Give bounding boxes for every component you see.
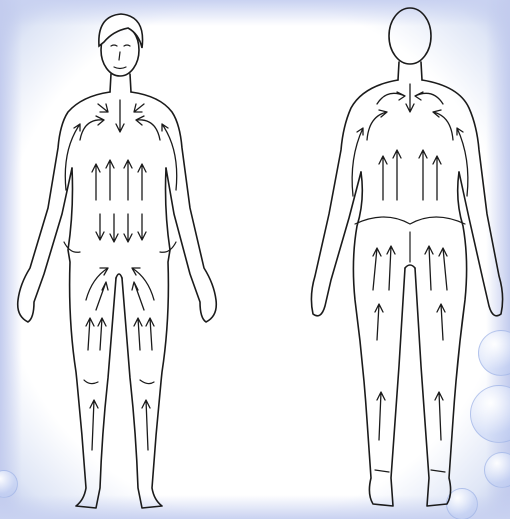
back-body-outline — [311, 8, 502, 506]
back-view-figure — [255, 0, 510, 519]
front-view-figure — [0, 0, 255, 519]
front-body-outline — [18, 14, 217, 508]
